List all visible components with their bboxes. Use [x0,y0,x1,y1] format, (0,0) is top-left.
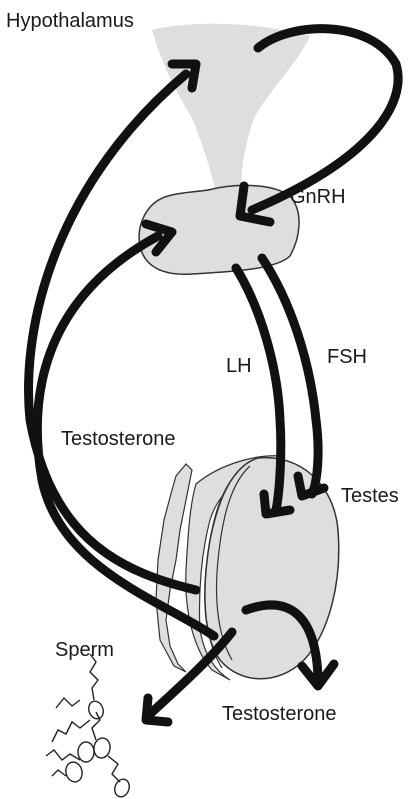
fsh-label: FSH [327,346,367,368]
hypothalamus-shape [152,24,310,192]
testosterone-output-label: Testosterone [222,703,337,725]
sperm-label: Sperm [55,639,114,661]
testes-label: Testes [341,485,399,507]
lh-label: LH [226,355,252,377]
gnrh-label: GnRH [290,186,346,208]
hypothalamus-label: Hypothalamus [6,10,134,32]
sperm-cluster [46,654,132,799]
testosterone-feedback-label: Testosterone [61,428,176,450]
